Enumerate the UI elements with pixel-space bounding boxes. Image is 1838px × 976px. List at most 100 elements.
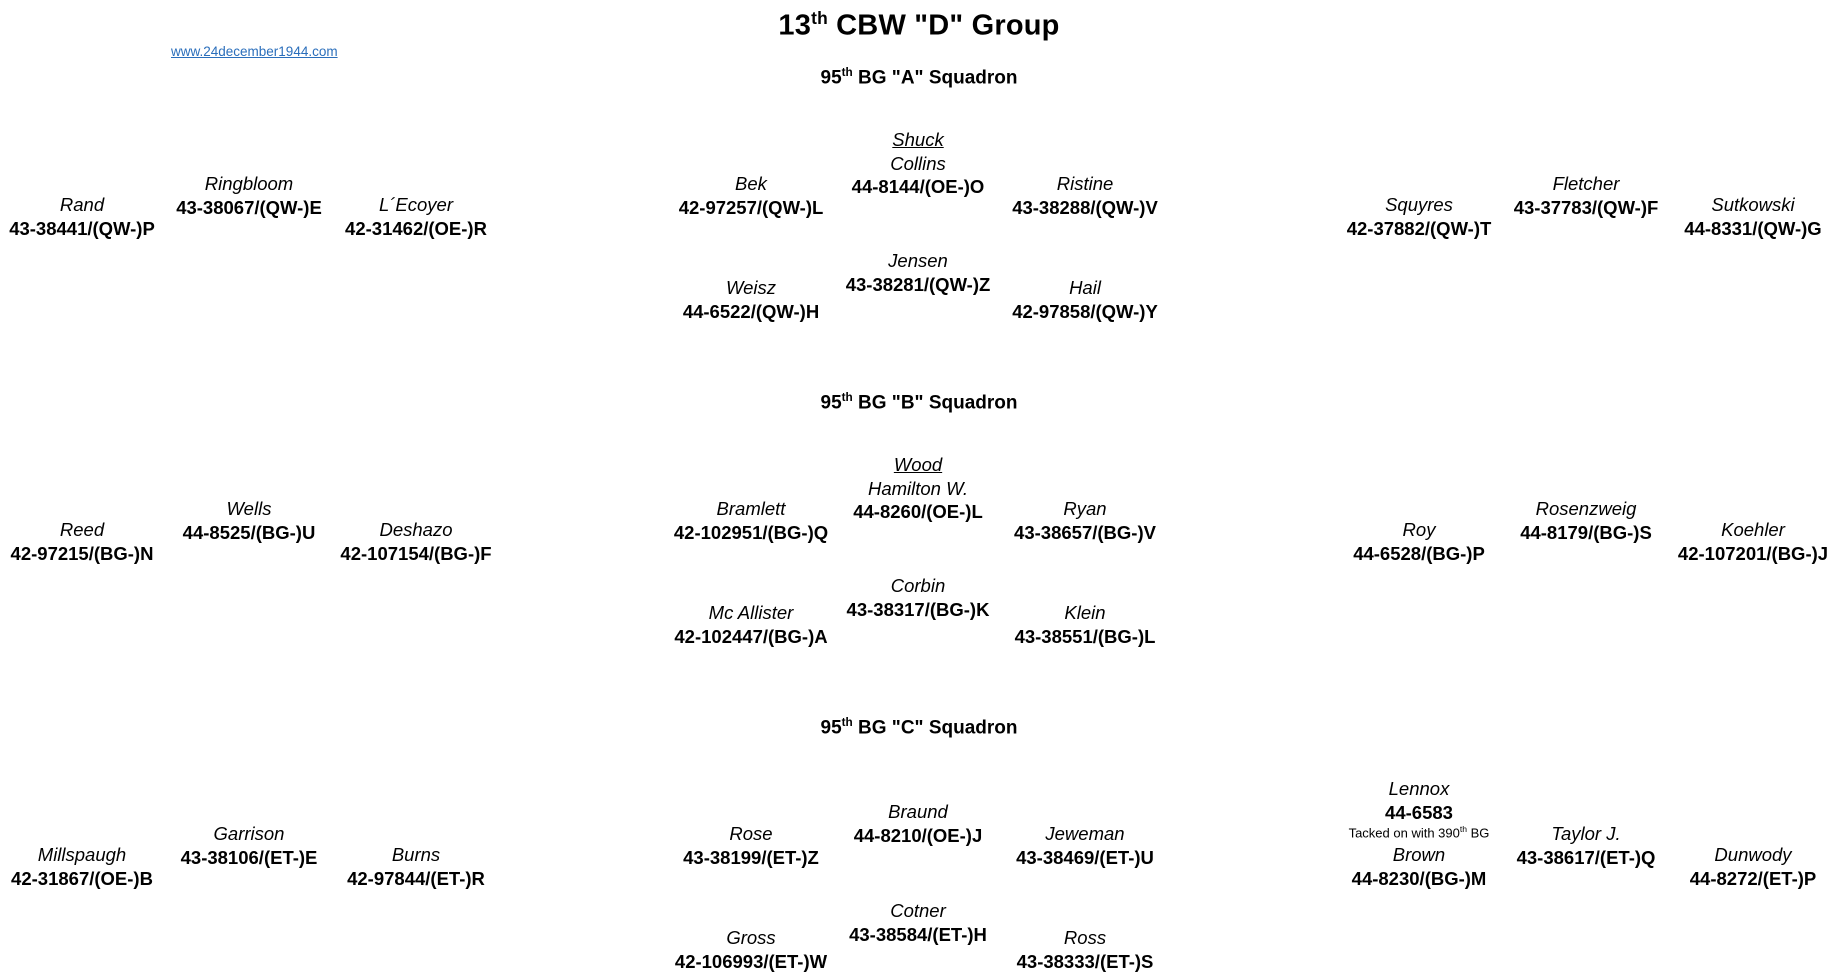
plane-cell[interactable]: Ringbloom 43-38067/(QW-)E [176, 172, 322, 219]
plane-cell-tacked[interactable]: Lennox 44-6583 Tacked on with 390th BG [1349, 777, 1490, 842]
tail-number: 44-8144/(OE-)O [851, 176, 985, 198]
tacked-on-note: Tacked on with 390th BG [1349, 824, 1490, 842]
plane-cell[interactable]: Bramlett 42-102951/(BG-)Q [674, 497, 828, 544]
pilot-name: Rose [729, 823, 773, 844]
pilot-name-secondary: Collins [890, 152, 946, 174]
pilot-name: Taylor J. [1551, 823, 1621, 844]
tail-number: 44-8272/(ET-)P [1689, 867, 1817, 889]
plane-cell[interactable]: Jensen 43-38281/(QW-)Z [846, 249, 991, 296]
pilot-name: Rand [59, 194, 105, 215]
pilot-name: Squyres [1385, 194, 1453, 215]
tail-number: 44-8260/(OE-)L [853, 501, 983, 523]
squadron-heading-a: 95th BG "A" Squadron [0, 66, 1838, 89]
tail-number: 43-38617/(ET-)Q [1516, 846, 1656, 868]
plane-cell[interactable]: Ross 43-38333/(ET-)S [1017, 926, 1154, 973]
tail-number: 44-6528/(BG-)P [1353, 542, 1485, 564]
plane-cell[interactable]: Rose 43-38199/(ET-)Z [683, 822, 819, 869]
pilot-name: Bramlett [716, 498, 786, 519]
plane-cell[interactable]: Bek 42-97257/(QW-)L [679, 172, 824, 219]
plane-cell-lead[interactable]: Wood Hamilton W. 44-8260/(OE-)L [853, 453, 983, 524]
plane-cell[interactable]: Jeweman 43-38469/(ET-)U [1016, 822, 1154, 869]
pilot-name: Ross [1063, 927, 1107, 948]
pilot-name-secondary: Hamilton W. [867, 477, 969, 499]
tail-number: 43-38317/(BG-)K [846, 598, 990, 620]
plane-cell[interactable]: Corbin 43-38317/(BG-)K [847, 574, 990, 621]
plane-cell[interactable]: Ryan 43-38657/(BG-)V [1014, 497, 1156, 544]
plane-cell[interactable]: Wells 44-8525/(BG-)U [183, 497, 316, 544]
tacked-on-note-pre: Tacked on with 390 [1348, 825, 1460, 841]
pilot-name: Garrison [213, 823, 285, 844]
pilot-name: Rosenzweig [1535, 498, 1637, 519]
plane-cell[interactable]: Weisz 44-6522/(QW-)H [683, 276, 819, 323]
plane-cell[interactable]: Sutkowski 44-8331/(QW-)G [1684, 193, 1821, 240]
pilot-name: Roy [1402, 519, 1436, 540]
tail-number: 42-107201/(BG-)J [1677, 542, 1829, 564]
site-url-link[interactable]: www.24december1944.com [171, 44, 338, 59]
pilot-name: Weisz [725, 277, 777, 298]
tail-number: 43-38469/(ET-)U [1016, 846, 1154, 868]
pilot-name: Sutkowski [1711, 194, 1795, 215]
plane-cell[interactable]: Mc Allister 42-102447/(BG-)A [674, 601, 827, 648]
pilot-name: Dunwody [1714, 844, 1792, 865]
pilot-name: Jeweman [1045, 823, 1125, 844]
pilot-name: Brown [1392, 844, 1446, 865]
tail-number: 44-8331/(QW-)G [1684, 217, 1822, 239]
tail-number: 43-38067/(QW-)E [176, 196, 322, 218]
tail-number: 42-106993/(ET-)W [674, 950, 828, 972]
pilot-name: Hail [1069, 277, 1101, 298]
plane-cell[interactable]: Deshazo 42-107154/(BG-)F [340, 518, 491, 565]
pilot-name: Braund [888, 801, 948, 822]
tail-number: 42-31867/(OE-)B [11, 867, 153, 889]
pilot-name: Jensen [888, 250, 948, 271]
plane-cell[interactable]: Brown 44-8230/(BG-)M [1352, 843, 1487, 890]
plane-cell[interactable]: Rosenzweig 44-8179/(BG-)S [1520, 497, 1652, 544]
plane-cell[interactable]: Braund 44-8210/(OE-)J [854, 800, 983, 847]
pilot-name: Ryan [1063, 498, 1107, 519]
plane-cell[interactable]: Koehler 42-107201/(BG-)J [1678, 518, 1828, 565]
pilot-name: Mc Allister [708, 602, 794, 623]
page-title-post: CBW "D" Group [827, 9, 1060, 42]
plane-cell[interactable]: Squyres 42-37882/(QW-)T [1347, 193, 1492, 240]
plane-cell[interactable]: Hail 42-97858/(QW-)Y [1012, 276, 1158, 323]
tail-number: 42-97215/(BG-)N [10, 542, 154, 564]
pilot-name: Gross [726, 927, 776, 948]
squadron-c-heading-pre: 95 [820, 717, 842, 739]
tail-number: 44-6583 [1385, 801, 1453, 823]
plane-cell[interactable]: Millspaugh 42-31867/(OE-)B [11, 843, 153, 890]
plane-cell[interactable]: Fletcher 43-37783/(QW-)F [1514, 172, 1659, 219]
plane-cell[interactable]: Burns 42-97844/(ET-)R [347, 843, 485, 890]
tail-number: 44-6522/(QW-)H [682, 300, 820, 322]
tail-number: 43-38333/(ET-)S [1016, 950, 1154, 972]
plane-cell[interactable]: Taylor J. 43-38617/(ET-)Q [1517, 822, 1656, 869]
pilot-name: Deshazo [379, 519, 453, 540]
tail-number: 44-8179/(BG-)S [1520, 521, 1652, 543]
tail-number: 43-38584/(ET-)H [849, 923, 987, 945]
plane-cell[interactable]: Roy 44-6528/(BG-)P [1353, 518, 1485, 565]
plane-cell-lead[interactable]: Shuck Collins 44-8144/(OE-)O [852, 128, 985, 199]
squadron-b-heading-pre: 95 [820, 392, 842, 414]
tail-number: 44-8210/(OE-)J [853, 824, 983, 846]
tail-number: 43-38199/(ET-)Z [683, 846, 819, 868]
plane-cell[interactable]: Reed 42-97215/(BG-)N [11, 518, 154, 565]
squadron-c-heading-post: BG "C" Squadron [852, 717, 1018, 739]
page-title: 13th CBW "D" Group [0, 8, 1838, 43]
pilot-name: L´Ecoyer [378, 194, 454, 215]
pilot-name: Millspaugh [37, 844, 127, 865]
plane-cell[interactable]: Cotner 43-38584/(ET-)H [849, 899, 987, 946]
squadron-b-heading-post: BG "B" Squadron [852, 392, 1018, 414]
plane-cell[interactable]: Klein 43-38551/(BG-)L [1015, 601, 1156, 648]
squadron-a-heading-pre: 95 [820, 67, 842, 89]
plane-cell[interactable]: Dunwody 44-8272/(ET-)P [1690, 843, 1816, 890]
squadron-a-heading-post: BG "A" Squadron [852, 67, 1018, 89]
plane-cell[interactable]: Garrison 43-38106/(ET-)E [181, 822, 318, 869]
page-title-pre: 13 [778, 9, 812, 42]
pilot-name: Cotner [890, 900, 946, 921]
pilot-name: Lennox [1388, 778, 1450, 799]
tail-number: 43-38441/(QW-)P [9, 217, 155, 239]
plane-cell[interactable]: Rand 43-38441/(QW-)P [9, 193, 155, 240]
plane-cell[interactable]: L´Ecoyer 42-31462/(OE-)R [345, 193, 487, 240]
pilot-name: Ringbloom [204, 173, 294, 194]
pilot-name-lead: Shuck [892, 129, 944, 150]
plane-cell[interactable]: Gross 42-106993/(ET-)W [675, 926, 827, 973]
plane-cell[interactable]: Ristine 43-38288/(QW-)V [1012, 172, 1158, 219]
